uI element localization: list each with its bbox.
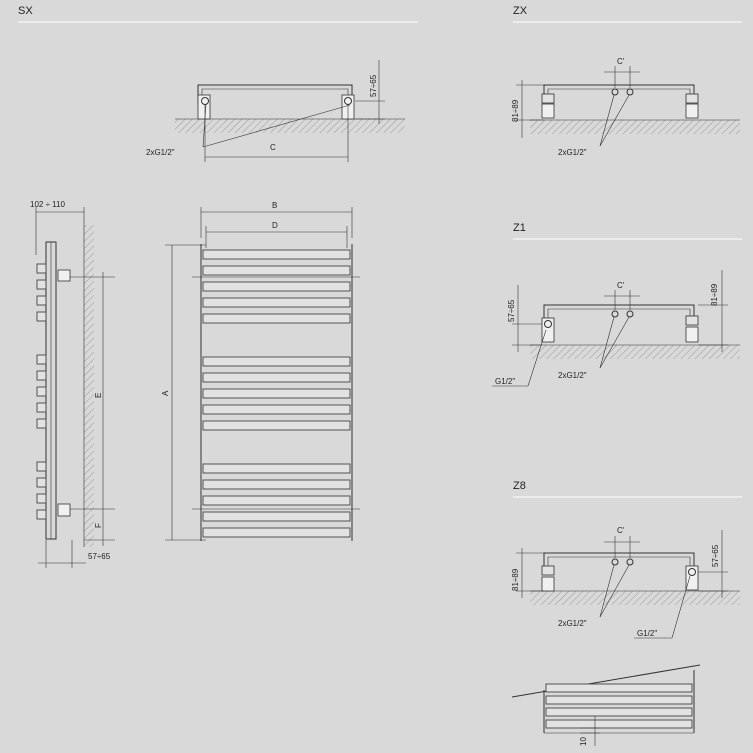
- dimension-10: 10: [579, 737, 588, 746]
- sx-front-view: B D A: [161, 201, 360, 541]
- dimension-81-89-z1: 81÷89: [710, 283, 719, 306]
- dimension-57-65-z1: 57÷65: [507, 299, 516, 322]
- sx-top-view: 2xG1/2" C 57÷65: [146, 60, 405, 162]
- pipe-label-g-z8: G1/2": [637, 629, 657, 638]
- dimension-d: D: [272, 221, 278, 230]
- dimension-102-110: 102 ÷ 110: [30, 200, 65, 209]
- z1-view: C' 2xG1/2" G1/2" 57÷65 81÷89: [492, 270, 740, 387]
- sloped-detail-view: 10: [511, 664, 701, 746]
- dimension-c: C: [270, 143, 276, 152]
- sx-side-view: 102 ÷ 110 E F 57÷65: [30, 200, 115, 568]
- floor-hatch: [175, 119, 405, 133]
- dimension-e: E: [94, 393, 103, 398]
- dimension-a: A: [161, 390, 170, 396]
- dimension-c-prime-zx: C': [617, 57, 625, 66]
- section-label-sx: SX: [18, 5, 33, 17]
- pipe-label-2xg-sx: 2xG1/2": [146, 148, 175, 157]
- wall-hatch: [84, 225, 94, 547]
- dimension-f: F: [94, 523, 103, 528]
- dimension-57-65-z8: 57÷65: [711, 544, 720, 567]
- section-label-z8: Z8: [513, 480, 526, 492]
- pipe-label-2xg-z8: 2xG1/2": [558, 619, 587, 628]
- dimension-57-65-side: 57÷65: [88, 552, 111, 561]
- section-label-zx: ZX: [513, 5, 528, 17]
- section-label-z1: Z1: [513, 222, 526, 234]
- zx-view: C' 2xG1/2" 81÷89: [511, 57, 740, 157]
- dimension-c-prime-z1: C': [617, 281, 625, 290]
- dimension-81-89-z8: 81÷89: [511, 568, 520, 591]
- dimension-81-89-zx: 81÷89: [511, 99, 520, 122]
- dimension-c-prime-z8: C': [617, 526, 625, 535]
- pipe-label-2xg-zx: 2xG1/2": [558, 148, 587, 157]
- dimension-57-65-sx: 57÷65: [369, 74, 378, 97]
- pipe-label-2xg-z1: 2xG1/2": [558, 371, 587, 380]
- z8-view: C' 2xG1/2" G1/2" 81÷89 57÷65: [511, 526, 740, 639]
- pipe-label-g-z1: G1/2": [495, 377, 515, 386]
- dimension-b: B: [272, 201, 277, 210]
